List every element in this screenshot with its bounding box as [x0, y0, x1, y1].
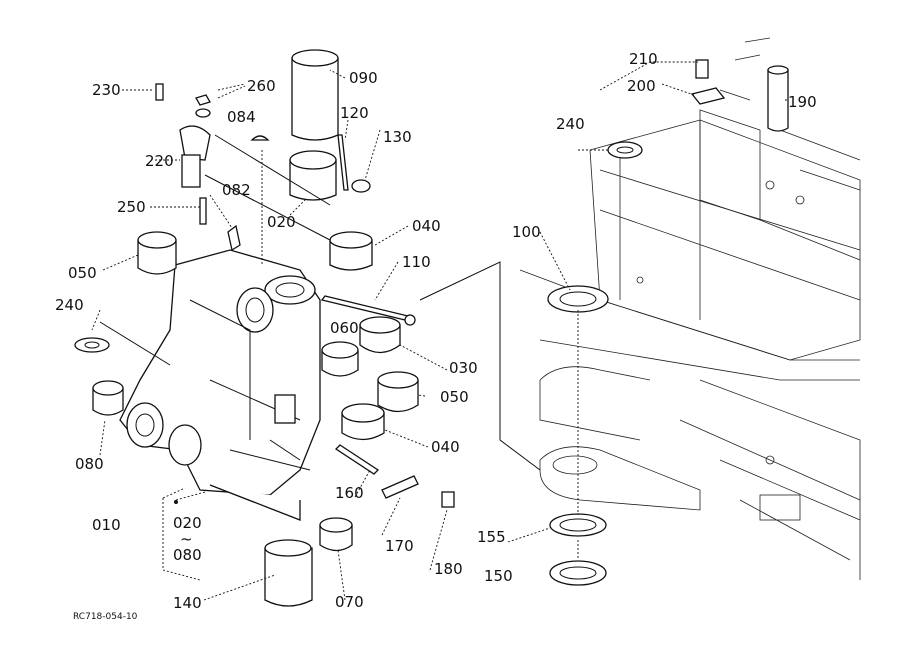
label-084: 084	[227, 108, 256, 126]
label-250: 250	[117, 198, 146, 216]
label-010: 010	[92, 516, 121, 534]
label-080: 080	[75, 455, 104, 473]
label-240: 240	[55, 296, 84, 314]
label-240-right: 240	[556, 115, 585, 133]
label-040-lower: 040	[431, 438, 460, 456]
tractor-frame	[519, 37, 861, 580]
housing-assembly	[119, 249, 321, 521]
label-010-range-start: 020	[173, 514, 202, 532]
label-190: 190	[788, 93, 817, 111]
label-260: 260	[247, 77, 276, 95]
label-120: 120	[340, 104, 369, 122]
label-100: 100	[512, 223, 541, 241]
label-070: 070	[335, 593, 364, 611]
label-040: 040	[412, 217, 441, 235]
label-030: 030	[449, 359, 478, 377]
label-010-range-tilde: ~	[180, 530, 193, 548]
part-labels: 230 260 090 120 130 084 220 082 020 250 …	[55, 50, 817, 622]
label-060: 060	[330, 319, 359, 337]
label-082: 082	[222, 181, 251, 199]
label-020: 020	[267, 213, 296, 231]
label-160: 160	[335, 484, 364, 502]
left-parts	[74, 49, 455, 607]
label-170: 170	[385, 537, 414, 555]
label-050: 050	[68, 264, 97, 282]
right-parts	[547, 59, 789, 586]
label-110: 110	[402, 253, 431, 271]
label-220: 220	[145, 152, 174, 170]
label-200: 200	[627, 77, 656, 95]
label-155: 155	[477, 528, 506, 546]
label-150: 150	[484, 567, 513, 585]
label-010-range-end: 080	[173, 546, 202, 564]
label-090: 090	[349, 69, 378, 87]
diagram-code: RC718-054-10	[73, 612, 138, 622]
label-210: 210	[629, 50, 658, 68]
label-130: 130	[383, 128, 412, 146]
label-140: 140	[173, 594, 202, 612]
label-230: 230	[92, 81, 121, 99]
label-180: 180	[434, 560, 463, 578]
label-050-lower: 050	[440, 388, 469, 406]
leader-lines	[91, 61, 788, 601]
